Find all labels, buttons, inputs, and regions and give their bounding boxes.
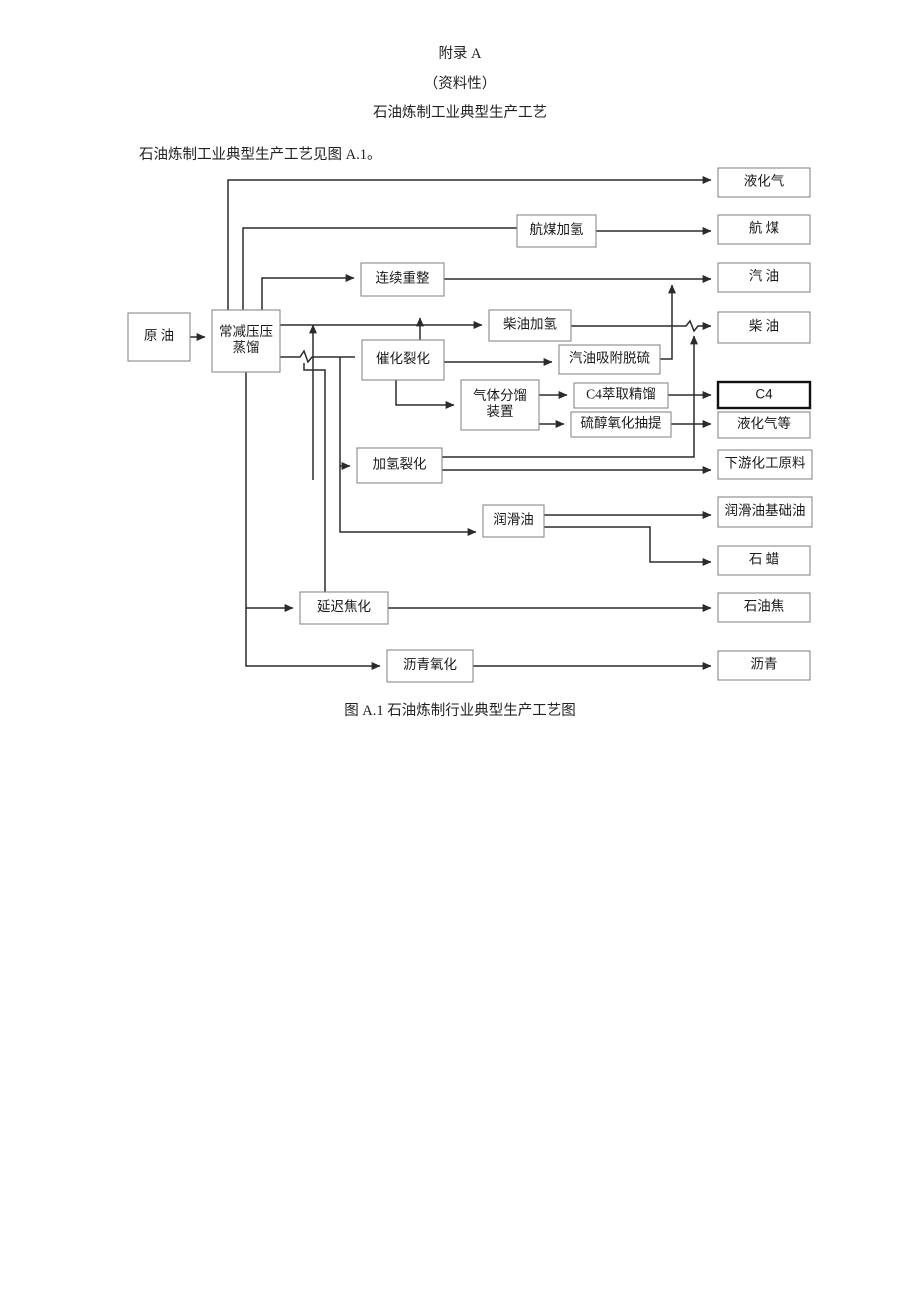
edge-bus-to-hydrocrack bbox=[339, 357, 351, 470]
node-box-chem_feed bbox=[717, 449, 813, 480]
node-diesel_hydro: 柴油加氢 bbox=[488, 309, 572, 342]
node-label-hydrocrack: 加氢裂化 bbox=[373, 457, 427, 472]
intro-paragraph: 石油炼制工业典型生产工艺见图 A.1。 bbox=[139, 147, 382, 163]
node-box-gaso_desulf bbox=[558, 344, 661, 375]
node-box-delayed_coke bbox=[299, 591, 389, 625]
node-label-chem_feed: 下游化工原料 bbox=[725, 456, 806, 471]
edge-cdu-to-bitumen-ox bbox=[245, 608, 381, 670]
node-box-mercaptan bbox=[570, 411, 672, 438]
node-box-gasoline bbox=[717, 262, 811, 293]
node-box-cdu bbox=[211, 309, 281, 373]
node-box-bitumen_ox bbox=[386, 649, 474, 683]
node-label-reform: 连续重整 bbox=[376, 271, 430, 286]
node-box-diesel_hydro bbox=[488, 309, 572, 342]
node-label-wax: 石 蜡 bbox=[749, 552, 779, 567]
node-label-diesel: 柴 油 bbox=[749, 319, 779, 334]
normative-note: （资料性） bbox=[423, 76, 497, 92]
edge-gaso-desulf-to-gasoline bbox=[660, 284, 676, 360]
node-chem_feed: 下游化工原料 bbox=[717, 449, 813, 480]
node-box-lpg bbox=[717, 167, 811, 198]
node-delayed_coke: 延迟焦化 bbox=[299, 591, 389, 625]
node-box-c4 bbox=[716, 380, 812, 410]
node-label-crude: 原 油 bbox=[144, 328, 174, 343]
node-fcc: 催化裂化 bbox=[361, 339, 445, 381]
node-label-delayed_coke: 延迟焦化 bbox=[317, 599, 371, 614]
node-box-fcc bbox=[361, 339, 445, 381]
node-label-lpg_etc: 液化气等 bbox=[737, 415, 791, 431]
node-gaso_desulf: 汽油吸附脱硫 bbox=[558, 344, 661, 375]
node-label-bitumen_ox: 沥青氧化 bbox=[403, 657, 457, 672]
node-label-lpg: 液化气 bbox=[744, 174, 785, 189]
node-box-c4_extract bbox=[573, 382, 669, 409]
node-box-hydrocrack bbox=[356, 447, 443, 484]
appendix-title: 附录 A bbox=[438, 46, 482, 62]
node-lpg_etc: 液化气等 bbox=[717, 411, 811, 439]
node-box-kero_hydro bbox=[516, 214, 597, 248]
node-label-lube: 润滑油 bbox=[493, 512, 534, 527]
node-label-gas_frac: 装置 bbox=[487, 404, 514, 419]
node-hydrocrack: 加氢裂化 bbox=[356, 447, 443, 484]
node-label-fcc: 催化裂化 bbox=[376, 351, 430, 366]
edge-cdu-to-reform bbox=[261, 274, 355, 310]
node-box-crude bbox=[127, 312, 191, 362]
flow-edges bbox=[190, 176, 712, 670]
node-label-mercaptan: 硫醇氧化抽提 bbox=[581, 415, 662, 431]
node-label-cdu: 蒸馏 bbox=[233, 340, 260, 355]
edge-hydrocrack-to-diesel bbox=[442, 335, 698, 458]
edge-cdu-to-kero-hydro bbox=[242, 227, 517, 310]
node-wax: 石 蜡 bbox=[717, 545, 811, 576]
node-label-bitumen: 沥青 bbox=[751, 657, 778, 672]
edge-fcc-to-gas-frac bbox=[395, 380, 455, 409]
edge-lube-to-wax bbox=[544, 526, 712, 566]
node-box-lube_base bbox=[717, 496, 813, 528]
node-reform: 连续重整 bbox=[360, 262, 445, 297]
node-lube_base: 润滑油基础油 bbox=[717, 496, 813, 528]
node-box-jet_fuel bbox=[717, 214, 811, 245]
node-box-lube bbox=[482, 504, 545, 538]
node-jet_fuel: 航 煤 bbox=[717, 214, 811, 245]
node-label-gaso_desulf: 汽油吸附脱硫 bbox=[569, 351, 650, 366]
node-label-cdu: 常减压压 bbox=[219, 324, 273, 339]
edge-cdu-to-lpg bbox=[227, 176, 712, 310]
edge-delayed-coke-recycle bbox=[303, 363, 326, 592]
node-box-bitumen bbox=[717, 650, 811, 681]
node-lpg: 液化气 bbox=[717, 167, 811, 198]
node-label-diesel_hydro: 柴油加氢 bbox=[503, 317, 557, 332]
node-gasoline: 汽 油 bbox=[717, 262, 811, 293]
node-label-jet_fuel: 航 煤 bbox=[749, 221, 780, 236]
edge-cdu-to-delayed-coke bbox=[245, 372, 294, 612]
node-crude: 原 油 bbox=[127, 312, 191, 362]
node-box-lpg_etc bbox=[717, 411, 811, 439]
node-label-lube_base: 润滑油基础油 bbox=[725, 502, 806, 518]
node-diesel: 柴 油 bbox=[717, 311, 811, 344]
edge-diesel-hydro-to-diesel bbox=[571, 319, 712, 333]
edge-bus-to-lube bbox=[339, 466, 477, 536]
node-kero_hydro: 航煤加氢 bbox=[516, 214, 597, 248]
node-label-c4: C4 bbox=[755, 387, 773, 402]
node-box-petcoke bbox=[717, 592, 811, 623]
node-label-petcoke: 石油焦 bbox=[744, 599, 785, 614]
node-petcoke: 石油焦 bbox=[717, 592, 811, 623]
section-title: 石油炼制工业典型生产工艺 bbox=[373, 105, 547, 121]
figure-caption: 图 A.1 石油炼制行业典型生产工艺图 bbox=[344, 703, 576, 719]
node-mercaptan: 硫醇氧化抽提 bbox=[570, 411, 672, 438]
node-label-gas_frac: 气体分馏 bbox=[473, 388, 527, 403]
node-bitumen_ox: 沥青氧化 bbox=[386, 649, 474, 683]
node-label-c4_extract: C4萃取精馏 bbox=[586, 387, 656, 402]
node-label-gasoline: 汽 油 bbox=[749, 269, 779, 284]
node-c4: C4 bbox=[716, 380, 812, 410]
node-box-reform bbox=[360, 262, 445, 297]
node-label-kero_hydro: 航煤加氢 bbox=[530, 222, 584, 237]
node-bitumen: 沥青 bbox=[717, 650, 811, 681]
node-box-wax bbox=[717, 545, 811, 576]
node-lube: 润滑油 bbox=[482, 504, 545, 538]
node-box-gas_frac bbox=[460, 379, 540, 431]
node-box-diesel bbox=[717, 311, 811, 344]
node-c4_extract: C4萃取精馏 bbox=[573, 382, 669, 409]
edge-cdu-to-fcc bbox=[280, 349, 355, 364]
